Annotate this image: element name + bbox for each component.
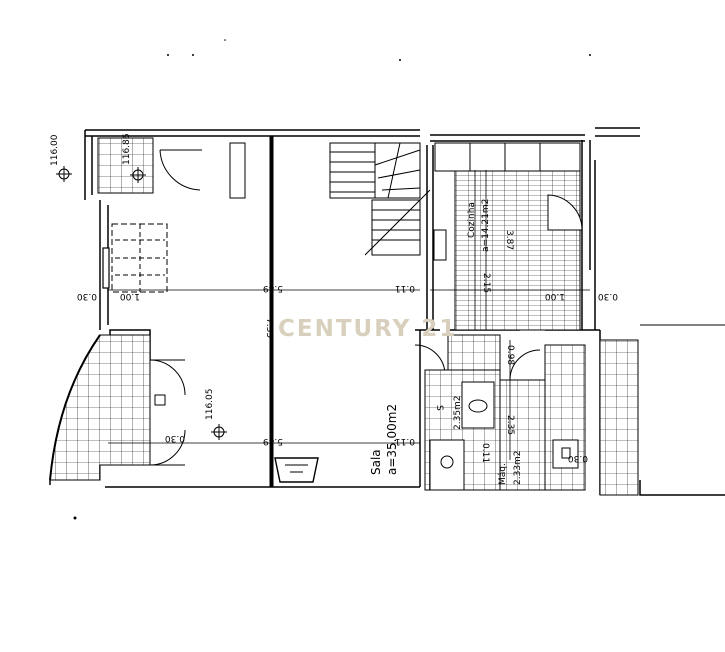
level-mid: 116.86 [122, 133, 132, 165]
dim-011-b: 0.11 [395, 436, 415, 446]
dimension-lines [108, 143, 590, 480]
dim-011-wc: 0.11 [480, 443, 490, 463]
dim-100-left: 1.00 [120, 291, 140, 301]
entry-door-swing [159, 149, 202, 191]
entry-landing [97, 137, 246, 293]
dim-100-right: 1.00 [545, 291, 565, 301]
kitchen [433, 142, 583, 331]
toilet [440, 455, 454, 469]
dim-030-lower: 0.30 [165, 433, 185, 443]
fireplace [274, 457, 319, 483]
bath-door-swing [509, 349, 541, 381]
top-wall [85, 127, 640, 142]
balcony [599, 324, 725, 496]
dim-215: 2.15 [481, 273, 491, 293]
bottom-wall [49, 145, 434, 488]
dim-235: 2.35 [505, 415, 515, 435]
living-area: a=35.00m2 [385, 404, 399, 475]
wc [499, 344, 586, 491]
kitchen-area: a=14.21m2 [481, 199, 491, 252]
staircase [329, 142, 431, 256]
terrace-door-swing-a [149, 359, 186, 396]
dim-387: 3.87 [504, 230, 514, 250]
level-top: 116.00 [50, 134, 60, 166]
dim-011-a: 0.11 [395, 283, 415, 293]
bathroom [424, 369, 501, 491]
kitchen-right-wall [581, 140, 725, 496]
dim-s: S [434, 405, 444, 411]
wc-area: 2.33m2 [513, 450, 523, 485]
watermark: CENTURY 21 [278, 316, 457, 342]
kitchen-door-swing [547, 194, 583, 231]
labels: 116.00 116.86 116.05 7.35 5.49 5.49 0.11… [50, 133, 618, 485]
speckles [73, 39, 591, 520]
dim-030-right: 0.30 [598, 291, 618, 301]
dim-735: 7.35 [264, 318, 274, 338]
living-name: Sala [369, 449, 383, 475]
wc-label: Máq. [498, 463, 508, 485]
level-lower: 116.05 [205, 389, 215, 421]
dim-098: 0.98 [505, 345, 515, 365]
bath-area: 2.35m2 [453, 395, 463, 430]
washbasin [468, 399, 488, 413]
terrace-door-swing-b [149, 429, 186, 466]
level-markers [56, 166, 227, 440]
dim-549-bottom: 5.49 [263, 436, 283, 446]
left-wall [84, 130, 109, 330]
kitchen-name: Cozinha [467, 202, 477, 238]
terrace [49, 334, 186, 481]
dim-549-top: 5.49 [263, 283, 283, 293]
dim-030-left: 0.30 [77, 291, 97, 301]
dim-030-wc: 0.30 [568, 453, 588, 463]
